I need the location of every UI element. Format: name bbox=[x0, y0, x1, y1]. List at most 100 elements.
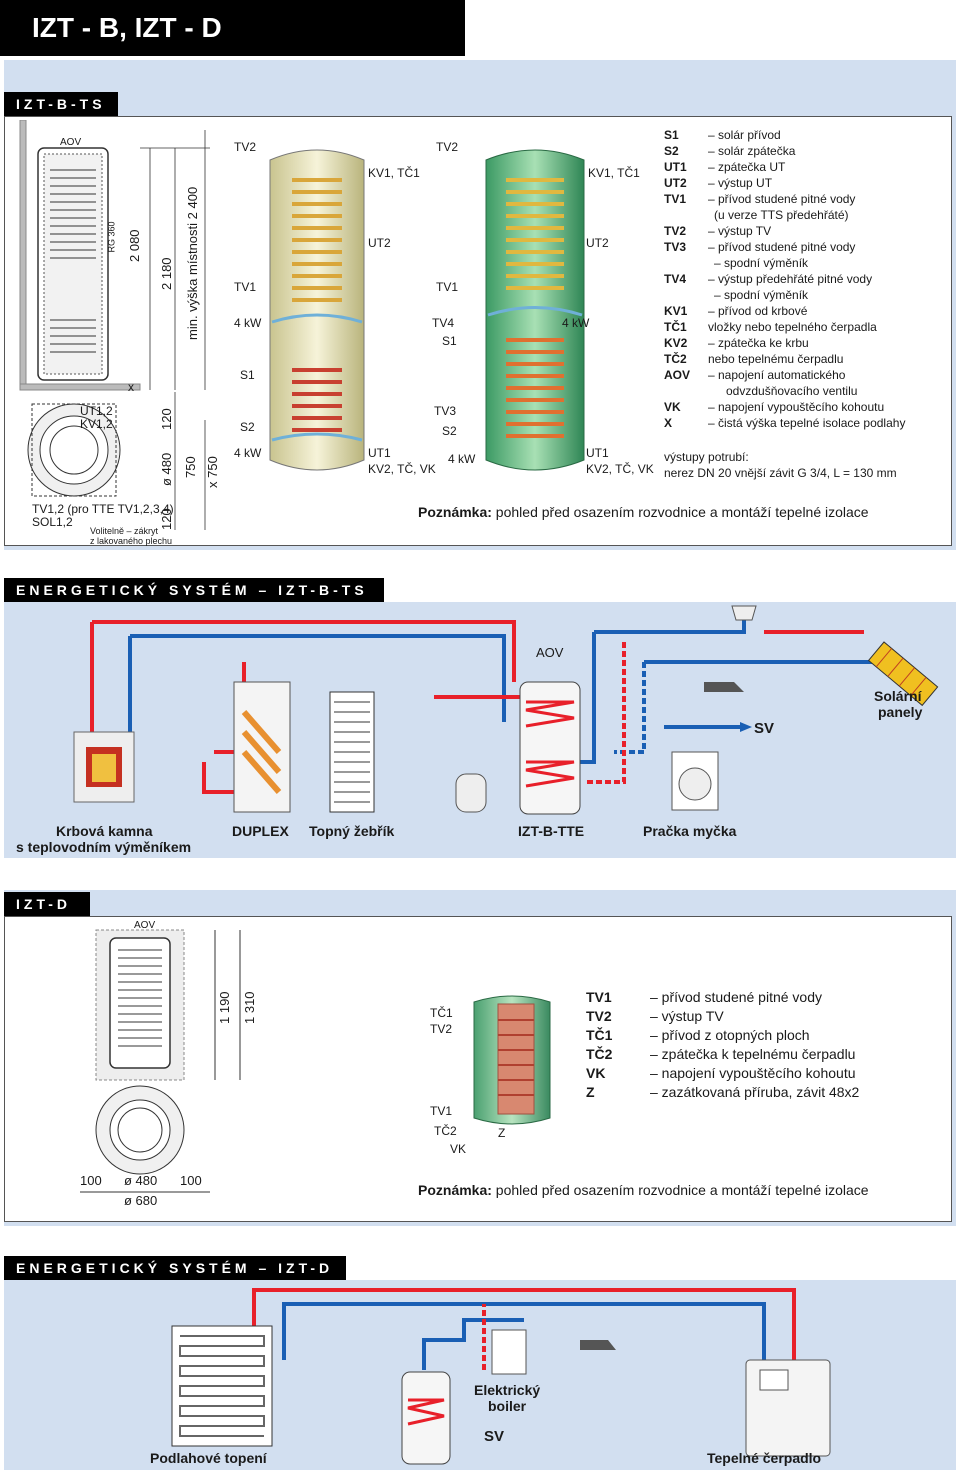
legend-row: S2– solár zpátečka bbox=[664, 144, 796, 158]
dim-1190: 1 190 bbox=[217, 991, 232, 1024]
izt-b-ts-content bbox=[4, 116, 952, 546]
t1-kv2: KV2, TČ, VK bbox=[368, 462, 436, 476]
t1-kv1tc1: KV1, TČ1 bbox=[368, 166, 420, 180]
t3-tv1: TV1 bbox=[430, 1104, 453, 1118]
d-aov: AOV bbox=[134, 920, 156, 931]
t2-ut2: UT2 bbox=[586, 236, 609, 250]
krb-kamna-icon bbox=[73, 731, 135, 803]
t3-tc1: TČ1 bbox=[430, 1006, 453, 1020]
legend-row: VK– napojení vypouštěcího kohoutu bbox=[586, 1065, 856, 1081]
t3-vk: VK bbox=[450, 1142, 467, 1156]
t1-ut1: UT1 bbox=[368, 446, 391, 460]
dim-d480: ø 480 bbox=[124, 1173, 158, 1188]
tank2-illustration bbox=[485, 149, 585, 471]
legend-row: (u verze TTS předehřáté) bbox=[714, 208, 849, 222]
izt-b-dimension-drawing bbox=[19, 120, 210, 530]
legend-row: AOV– napojení automatického bbox=[664, 368, 846, 382]
solar-label-2: panely bbox=[878, 704, 923, 720]
dim-1310: 1 310 bbox=[242, 991, 257, 1024]
kv12-label: KV1,2 bbox=[80, 417, 113, 431]
podlahove-label: Podlahové topení bbox=[150, 1450, 267, 1466]
t1-ut2: UT2 bbox=[368, 236, 391, 250]
t1-s2: S2 bbox=[240, 420, 255, 434]
dim-d680: ø 680 bbox=[124, 1193, 158, 1208]
dim-750: 750 bbox=[183, 456, 198, 478]
boiler-label-1: Elektrický bbox=[474, 1382, 541, 1398]
energy-d-sv: SV bbox=[484, 1428, 505, 1445]
sol-label: SOL1,2 bbox=[32, 515, 73, 529]
tv-tte-label: TV1,2 (pro TTE TV1,2,3,4) bbox=[32, 502, 174, 516]
legend-row: – spodní výměník bbox=[714, 256, 809, 270]
t1-kw-bot: 4 kW bbox=[234, 446, 262, 460]
krb-label-2: s teplovodním výměníkem bbox=[16, 839, 192, 855]
energy-b-sv: SV bbox=[754, 720, 775, 737]
t2-s1: S1 bbox=[442, 334, 457, 348]
dim-100b: 100 bbox=[180, 1173, 202, 1188]
legend-row: TV4– výstup předehřáté pitné vody bbox=[664, 272, 873, 286]
t2-tv3: TV3 bbox=[434, 404, 457, 418]
t3-tc2: TČ2 bbox=[434, 1124, 457, 1138]
rg360-label: RG 360 bbox=[106, 221, 117, 253]
note-izt-b: Poznámka: pohled před osazením rozvodnic… bbox=[418, 504, 869, 520]
izt-d-dimension-drawing bbox=[80, 929, 241, 1193]
dim-2080: 2 080 bbox=[127, 229, 142, 262]
section-tag-energy-b: ENERGETICKÝ SYSTÉM – IZT-B-TS bbox=[4, 578, 384, 602]
ut12-label: UT1,2 bbox=[80, 404, 113, 418]
solar-label-1: Solární bbox=[874, 688, 922, 704]
outputs-title: výstupy potrubí: bbox=[664, 450, 749, 464]
t1-s1: S1 bbox=[240, 368, 255, 382]
legend-row: TČ2– zpátečka k tepelnému čerpadlu bbox=[586, 1046, 856, 1062]
legend-row: odvzdušňovacího ventilu bbox=[726, 384, 858, 398]
t3-z: Z bbox=[498, 1126, 506, 1140]
section-tag-izt-b-ts: IZT-B-TS bbox=[4, 92, 118, 116]
energy-b-panel bbox=[4, 602, 956, 858]
plech-label: z lakovaného plechu bbox=[90, 536, 173, 546]
section-tag-izt-d: IZT-D bbox=[4, 892, 90, 916]
t2-tv4: TV4 bbox=[432, 316, 455, 330]
dim-120a: 120 bbox=[159, 408, 174, 430]
dim-2180: 2 180 bbox=[159, 257, 174, 290]
t3-tv2: TV2 bbox=[430, 1022, 453, 1036]
t2-kv2: KV2, TČ, VK bbox=[586, 462, 654, 476]
legend-row: UT1– zpátečka UT bbox=[664, 160, 786, 174]
legend-row: TV1– přívod studené pitné vody bbox=[664, 192, 856, 206]
t2-kw-bot: 4 kW bbox=[448, 452, 476, 466]
legend-row: Z– zazátkovaná příruba, závit 48x2 bbox=[586, 1084, 860, 1100]
dim-480: ø 480 bbox=[159, 452, 174, 486]
t2-s2: S2 bbox=[442, 424, 457, 438]
page-title: IZT - B, IZT - D bbox=[0, 0, 465, 56]
outputs-spec: nerez DN 20 vnější závit G 3/4, L = 130 … bbox=[664, 466, 897, 480]
legend-row: KV2– zpátečka ke krbu bbox=[664, 336, 809, 350]
section-tag-energy-d: ENERGETICKÝ SYSTÉM – IZT-D bbox=[4, 1256, 346, 1280]
boiler-label-2: boiler bbox=[488, 1398, 527, 1414]
pracka-label: Pračka myčka bbox=[643, 823, 737, 839]
legend-row: – spodní výměník bbox=[714, 288, 809, 302]
dim-100a: 100 bbox=[80, 1173, 102, 1188]
t2-tv2: TV2 bbox=[436, 140, 459, 154]
t2-kv1tc1: KV1, TČ1 bbox=[588, 166, 640, 180]
t1-kw-top: 4 kW bbox=[234, 316, 262, 330]
dim-x750: x 750 bbox=[205, 456, 220, 488]
t2-kw-mid: 4 kW bbox=[562, 316, 590, 330]
krb-label-1: Krbová kamna bbox=[56, 823, 153, 839]
legend-row: VK– napojení vypouštěcího kohoutu bbox=[664, 400, 885, 414]
t2-ut1: UT1 bbox=[586, 446, 609, 460]
volitelne-label: Volitelně – zákryt bbox=[90, 526, 159, 536]
dim-x: x bbox=[128, 380, 134, 394]
t2-tv1: TV1 bbox=[436, 280, 459, 294]
legend-row: TČ1– přívod z otopných ploch bbox=[586, 1027, 810, 1043]
note-izt-d: Poznámka: pohled před osazením rozvodnic… bbox=[418, 1182, 869, 1198]
cerpadlo-label: Tepelné čerpadlo bbox=[707, 1450, 822, 1466]
t1-tv1: TV1 bbox=[234, 280, 257, 294]
legend-row: X– čistá výška tepelné isolace podlahy bbox=[664, 416, 906, 430]
energy-d-schematic bbox=[171, 1288, 831, 1465]
dim-room-height: min. výška místnosti 2 400 bbox=[185, 186, 200, 340]
tank3-illustration bbox=[473, 995, 551, 1125]
legend-izt-d: TV1– přívod studené pitné vody TV2– výst… bbox=[586, 990, 886, 1100]
legend-izt-b: S1– solár přívod S2– solár zpátečka UT1–… bbox=[664, 128, 950, 438]
legend-row: TV2– výstup TV bbox=[586, 1008, 724, 1024]
legend-row: TV2– výstup TV bbox=[664, 224, 772, 238]
tank1-illustration bbox=[269, 149, 365, 471]
